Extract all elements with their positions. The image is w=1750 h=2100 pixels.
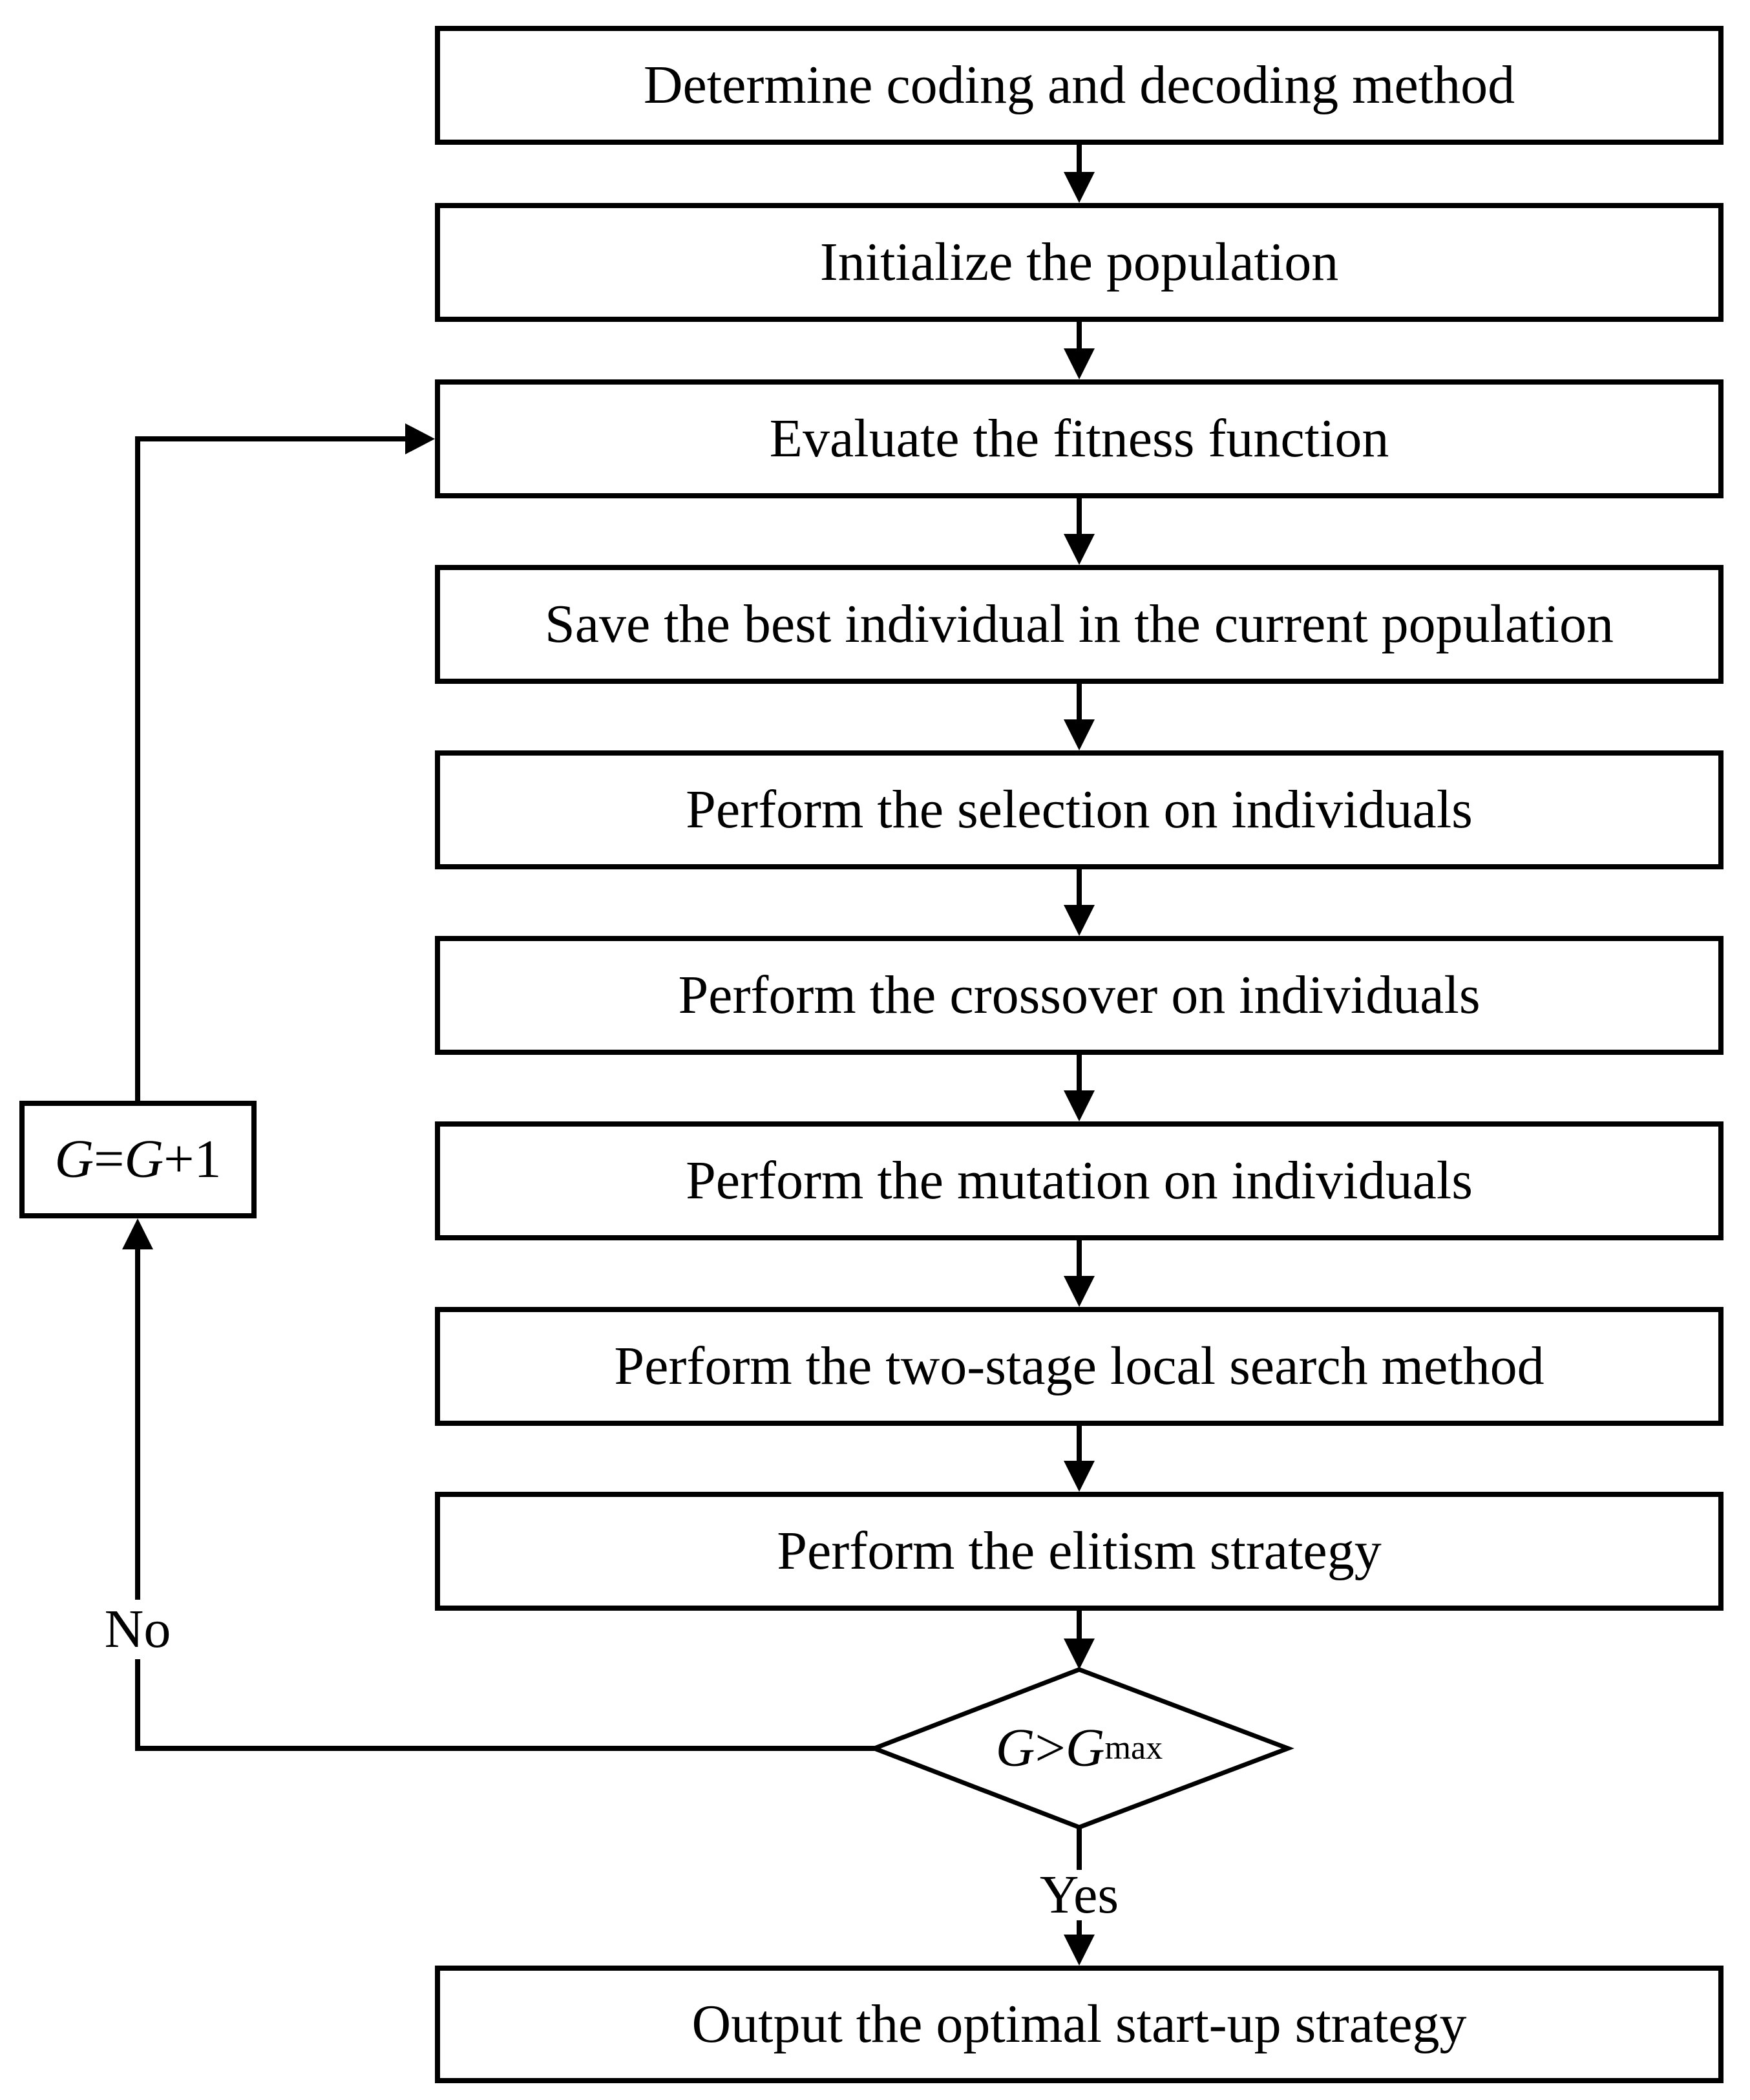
arrowhead-down-2-3 <box>1064 348 1095 379</box>
branch-label-no: No <box>79 1600 196 1659</box>
arrowhead-down-5-6 <box>1064 905 1095 936</box>
step-label: Determine coding and decoding method <box>643 55 1515 115</box>
step-label: Output the optimal start-up strategy <box>691 1994 1467 2054</box>
arrowhead-down-4-5 <box>1064 719 1095 750</box>
counter-box: G = G +1 <box>19 1101 257 1218</box>
decision-diamond-shape <box>868 1667 1294 1830</box>
counter-rhs: G <box>124 1129 164 1189</box>
step-box-local-search: Perform the two-stage local search metho… <box>435 1307 1724 1426</box>
arrowhead-down-7-8 <box>1064 1276 1095 1307</box>
step-label: Evaluate the fitness function <box>769 408 1389 469</box>
decision-op: > <box>1035 1718 1066 1778</box>
counter-inc: +1 <box>163 1129 222 1189</box>
branch-label-yes: Yes <box>1015 1868 1144 1922</box>
step-label: Perform the two-stage local search metho… <box>614 1336 1544 1396</box>
step-label: Save the best individual in the current … <box>545 594 1614 654</box>
decision-lhs: G <box>995 1718 1035 1778</box>
arrowhead-down-yes <box>1064 1935 1095 1966</box>
arrowhead-down-1-2 <box>1064 172 1095 203</box>
arrowhead-down-6-7 <box>1064 1090 1095 1121</box>
step-box-mutation: Perform the mutation on individuals <box>435 1121 1724 1240</box>
arrowhead-right-evaluate <box>405 423 435 454</box>
counter-eq: = <box>94 1129 125 1189</box>
step-box-save-best-individual: Save the best individual in the current … <box>435 565 1724 684</box>
step-label: Perform the selection on individuals <box>686 780 1473 840</box>
step-box-initialize-population: Initialize the population <box>435 203 1724 322</box>
flow-line-no-loop <box>135 1248 874 1751</box>
counter-lhs: G <box>54 1129 94 1189</box>
arrowhead-up-counter <box>122 1218 153 1249</box>
step-box-determine-coding: Determine coding and decoding method <box>435 26 1724 145</box>
decision-rhs-subscript: max <box>1104 1729 1163 1766</box>
step-box-crossover: Perform the crossover on individuals <box>435 936 1724 1055</box>
step-label: Perform the elitism strategy <box>777 1521 1382 1581</box>
step-label: Perform the crossover on individuals <box>678 965 1481 1025</box>
arrowhead-down-3-4 <box>1064 534 1095 565</box>
step-box-selection: Perform the selection on individuals <box>435 750 1724 869</box>
step-box-elitism: Perform the elitism strategy <box>435 1492 1724 1611</box>
step-box-evaluate-fitness: Evaluate the fitness function <box>435 379 1724 498</box>
flow-line-loop-return <box>135 436 406 1101</box>
decision-rhs: G <box>1065 1718 1105 1778</box>
arrowhead-down-9-decision <box>1064 1639 1095 1670</box>
step-label: Perform the mutation on individuals <box>686 1151 1473 1211</box>
step-box-output-strategy: Output the optimal start-up strategy <box>435 1966 1724 2083</box>
arrowhead-down-8-9 <box>1064 1461 1095 1492</box>
step-label: Initialize the population <box>819 232 1339 292</box>
